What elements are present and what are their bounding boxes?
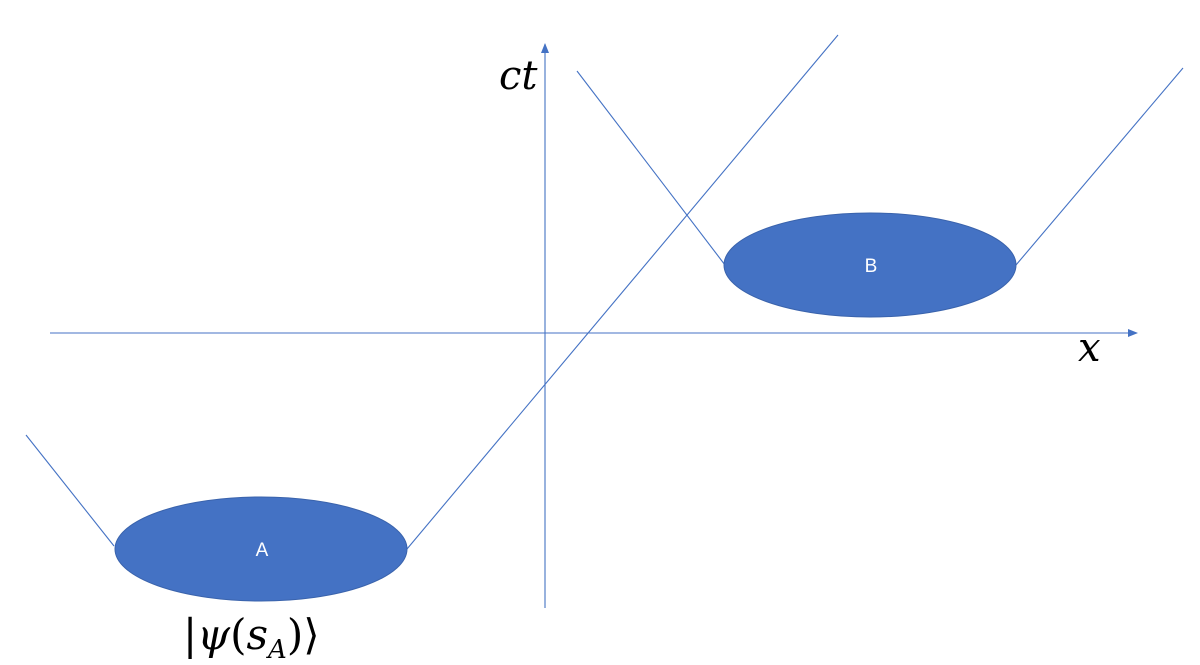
region-b <box>723 212 1017 318</box>
ket-close-angle: ⟩ <box>303 610 320 659</box>
region-a <box>114 496 408 602</box>
x-axis-label: x <box>1078 325 1101 371</box>
ket-right-paren: ) <box>286 610 304 659</box>
light-cone-b-right-edge <box>1015 67 1184 266</box>
light-cone-a-left-edge <box>25 434 115 547</box>
region-a-label: A <box>256 540 269 561</box>
light-cone-a-right-edge <box>406 34 839 550</box>
state-ket-label: |ψ(sA)⟩ <box>183 614 320 665</box>
ket-subscript: A <box>268 635 287 665</box>
ket-psi-symbol: ψ <box>197 610 231 659</box>
ct-axis-label: ct <box>499 53 538 99</box>
ket-open-bar: | <box>183 610 198 659</box>
region-b-label: B <box>865 256 878 277</box>
ket-s-variable: s <box>246 610 269 659</box>
light-cone-b-left-edge <box>576 70 726 266</box>
ket-left-paren: ( <box>230 610 247 659</box>
